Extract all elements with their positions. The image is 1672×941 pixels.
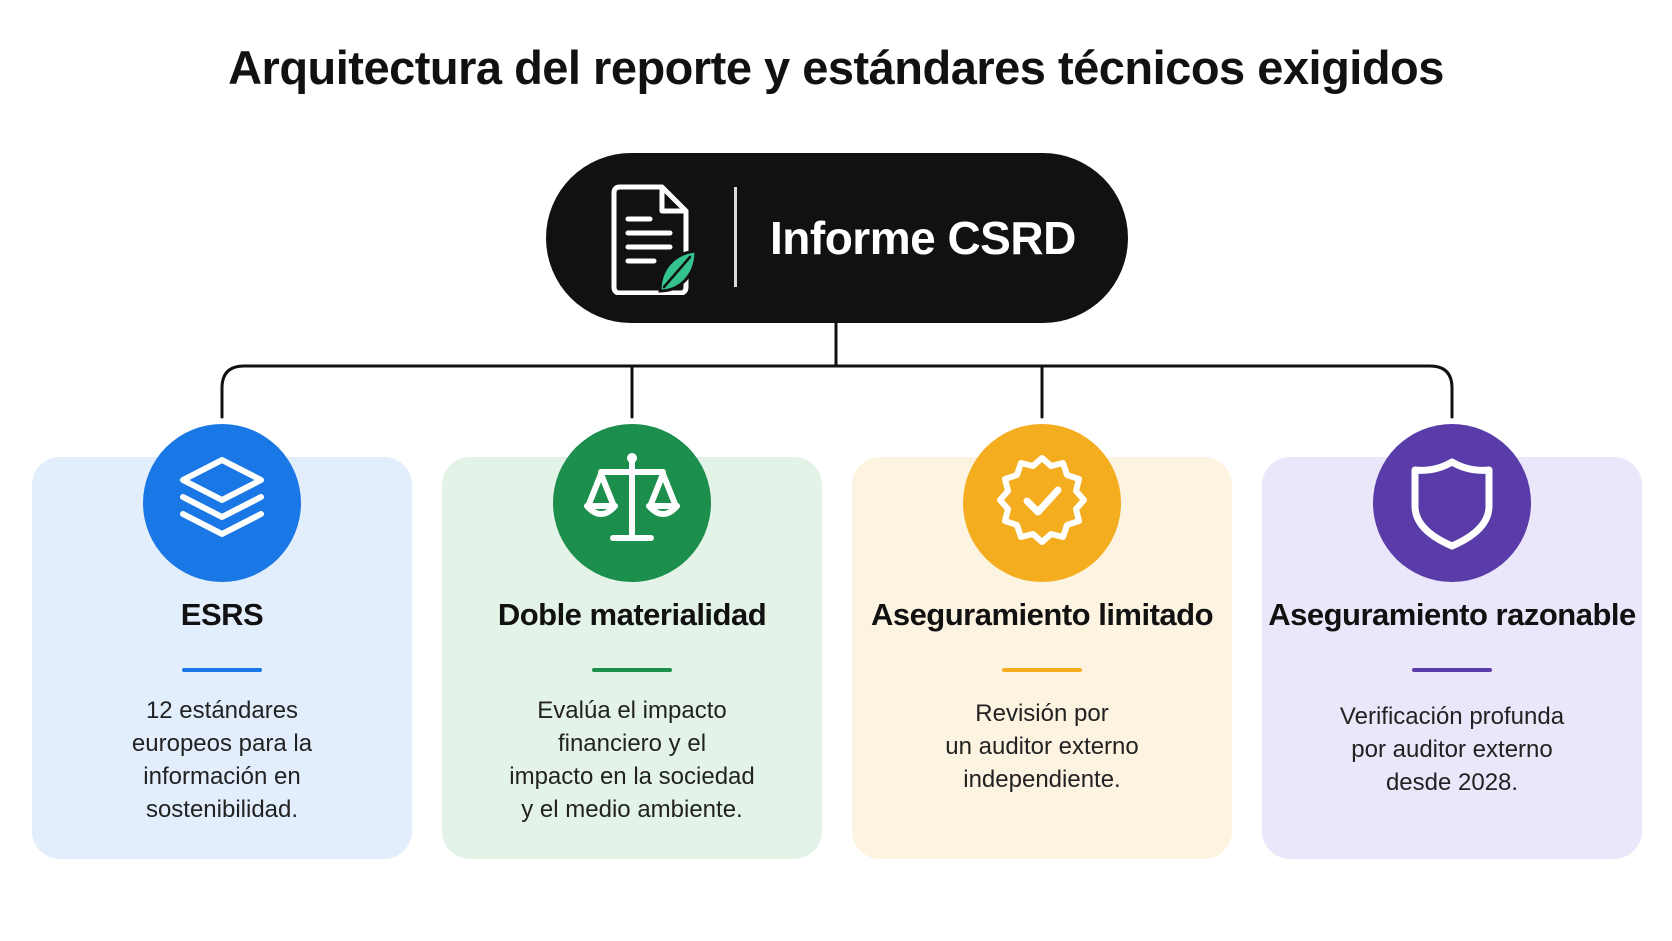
card-description-line: por auditor externo bbox=[1351, 736, 1553, 763]
card-description-line: Verificación profunda bbox=[1339, 703, 1565, 730]
materialidad-badge bbox=[553, 424, 711, 582]
card-aseguramiento-limitado: Aseguramiento limitado Revisión por un a… bbox=[852, 457, 1232, 859]
card-description-line: Revisión por bbox=[975, 700, 1109, 727]
razonable-badge bbox=[1373, 424, 1531, 582]
diagram-title: Arquitectura del reporte y estándares té… bbox=[228, 41, 1444, 94]
card-description: 12 estándares europeos para la informaci… bbox=[72, 694, 372, 826]
card-title: ESRS bbox=[180, 597, 264, 632]
card-description-line: independiente. bbox=[963, 766, 1121, 793]
card-description-line: europeos para la bbox=[131, 730, 313, 757]
card-description-line: impacto en la sociedad bbox=[509, 763, 755, 790]
card-description: Revisión por un auditor externo independ… bbox=[892, 697, 1192, 796]
limitado-badge bbox=[963, 424, 1121, 582]
card-description-line: desde 2028. bbox=[1385, 769, 1519, 796]
card-title-underline bbox=[182, 668, 262, 672]
shield-icon bbox=[1411, 458, 1493, 550]
verified-badge-icon bbox=[997, 455, 1087, 545]
card-title: Aseguramiento limitado bbox=[870, 597, 1214, 632]
balance-scale-icon bbox=[584, 453, 680, 541]
card-description-line: y el medio ambiente. bbox=[521, 796, 743, 823]
card-description: Evalúa el impacto financiero y el impact… bbox=[482, 694, 782, 826]
card-title-underline bbox=[1412, 668, 1492, 672]
card-title-underline bbox=[592, 668, 672, 672]
card-description-line: información en bbox=[143, 763, 301, 790]
card-title-underline bbox=[1002, 668, 1082, 672]
root-label: Informe CSRD bbox=[770, 212, 1076, 264]
card-description: Verificación profunda por auditor extern… bbox=[1302, 700, 1602, 799]
card-title: Doble materialidad bbox=[497, 597, 767, 632]
root-divider bbox=[734, 187, 737, 287]
card-description-line: Evalúa el impacto bbox=[537, 697, 727, 724]
card-title: Aseguramiento razonable bbox=[1268, 597, 1636, 632]
card-description-line: sostenibilidad. bbox=[145, 796, 299, 823]
layers-icon bbox=[180, 457, 264, 537]
card-description-line: 12 estándares bbox=[145, 697, 299, 724]
document-leaf-icon bbox=[611, 184, 698, 295]
card-description-line: un auditor externo bbox=[945, 733, 1139, 760]
card-description-line: financiero y el bbox=[557, 730, 707, 757]
root-node: Informe CSRD bbox=[546, 153, 1128, 323]
esrs-badge bbox=[143, 424, 301, 582]
